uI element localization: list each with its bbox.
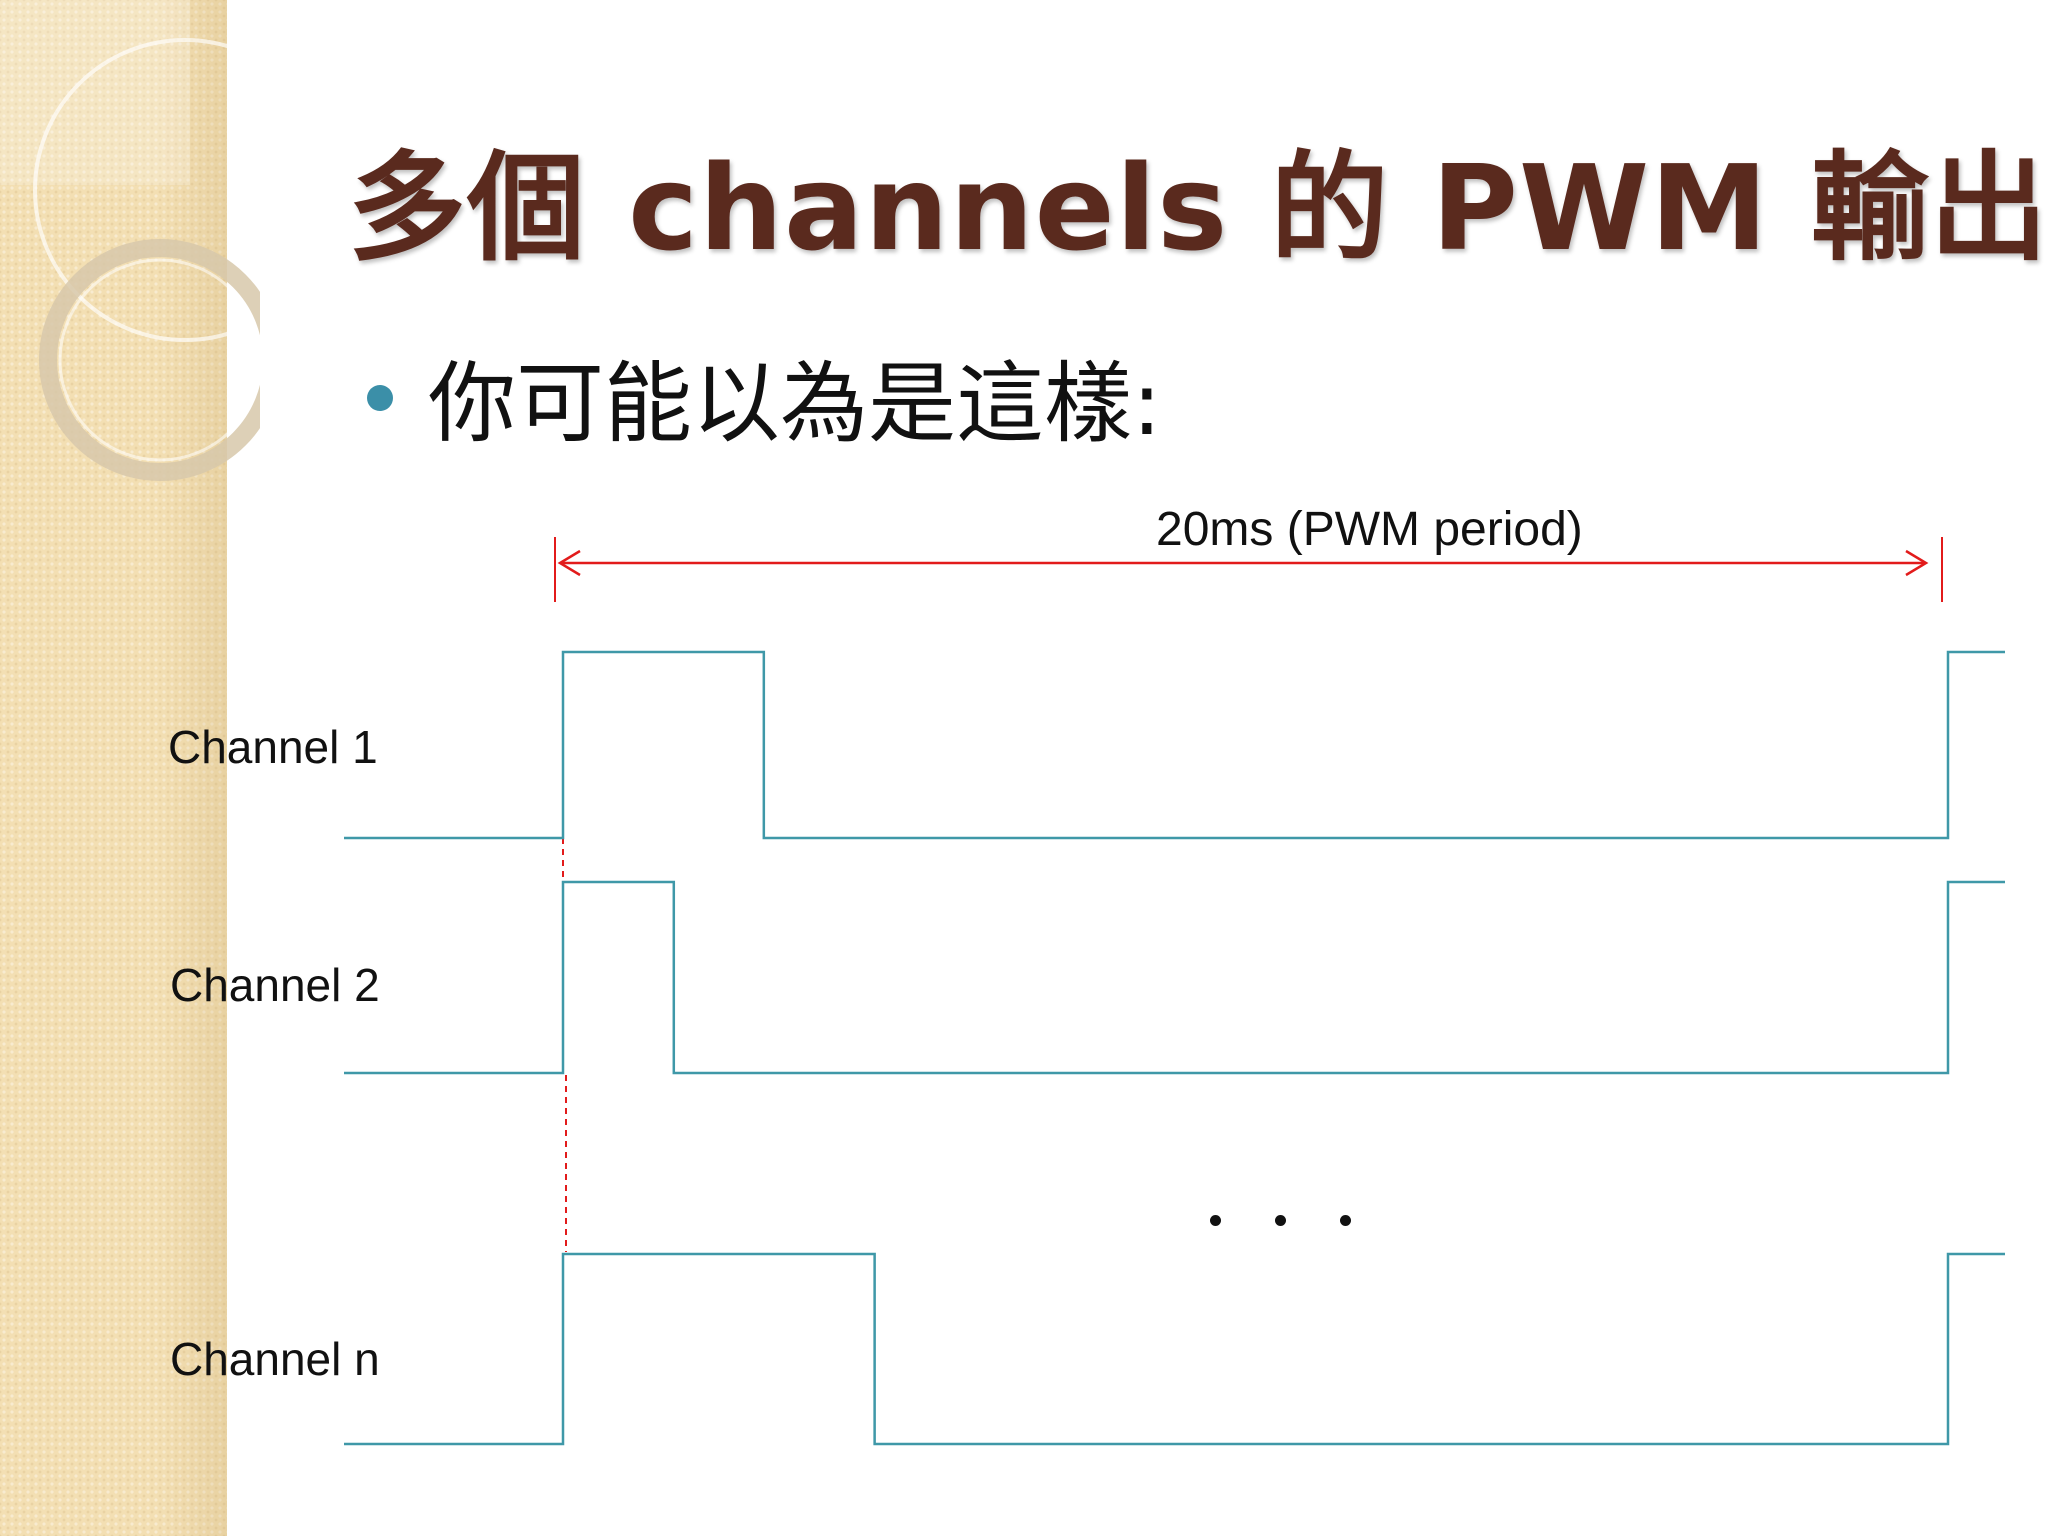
slide-title: 多個 channels 的 PWM 輸出 xyxy=(348,139,2048,277)
channel-1-label: Channel 1 xyxy=(168,721,378,773)
channel-n-label: Channel n xyxy=(170,1333,380,1385)
decorative-panel xyxy=(0,0,190,185)
ellipsis-dot xyxy=(1275,1215,1286,1226)
period-label: 20ms (PWM period) xyxy=(1156,503,1583,556)
decorative-ring xyxy=(58,258,260,462)
ellipsis-dot xyxy=(1210,1215,1221,1226)
period-arrow-head-right xyxy=(1905,549,1929,577)
bullet-text: 你可能以為是這樣: xyxy=(428,352,1162,455)
bullet-icon xyxy=(367,385,393,411)
waveforms xyxy=(344,650,2005,1446)
decorative-ring xyxy=(39,239,260,481)
ellipsis-dot xyxy=(1340,1215,1351,1226)
period-arrow-head-left xyxy=(557,549,581,577)
channel-3-waveform xyxy=(344,1252,2005,1446)
decorative-ring xyxy=(33,38,260,342)
channel-2-label: Channel 2 xyxy=(170,959,380,1011)
channel-2-waveform xyxy=(344,880,2005,1075)
channel-1-waveform xyxy=(344,650,2005,840)
decorative-rings xyxy=(0,0,260,481)
